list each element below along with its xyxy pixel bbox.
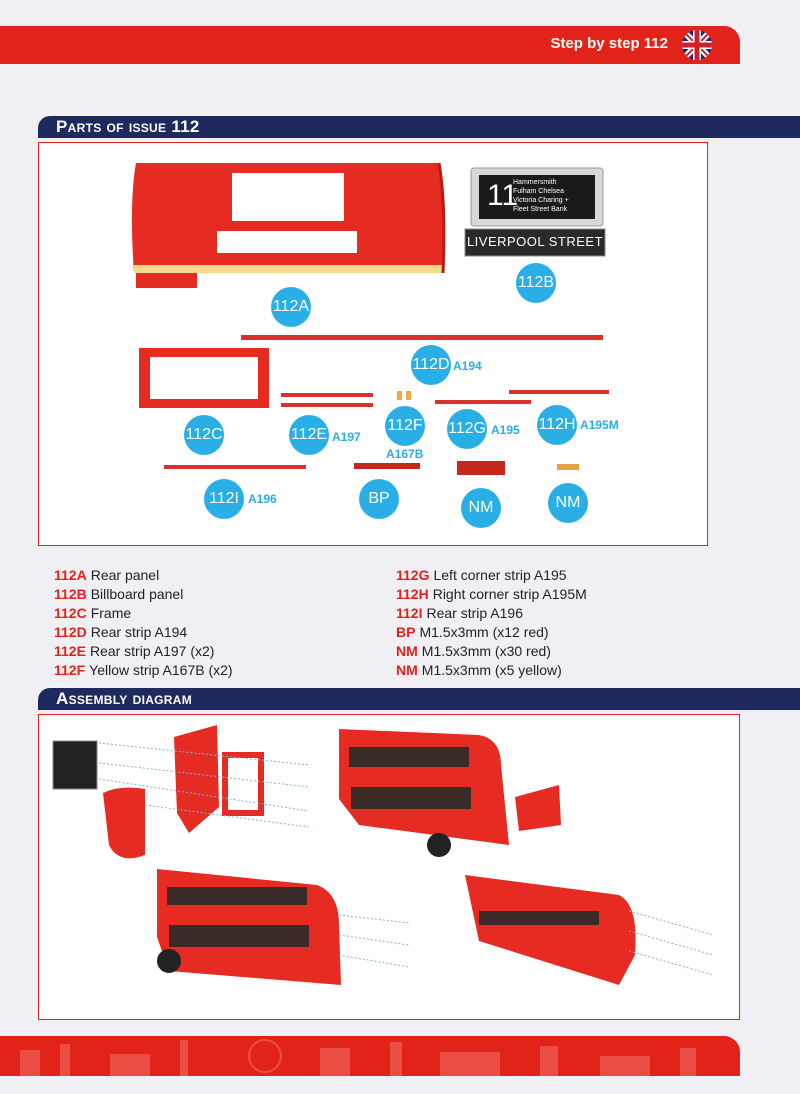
part-code: NM xyxy=(396,643,418,659)
billboard-part xyxy=(464,167,606,257)
part-desc: Rear strip A194 xyxy=(90,624,188,640)
callout-112e: 112E xyxy=(289,415,329,455)
sign-route-name: LIVERPOOL STREET xyxy=(466,234,604,249)
strip-112g xyxy=(435,400,531,404)
yellow-strip-2 xyxy=(406,391,411,400)
callout-112h-ref: A195M xyxy=(580,418,619,432)
part-code: 112B xyxy=(54,586,87,602)
callout-112d: 112D xyxy=(411,345,451,385)
parts-illustration xyxy=(131,162,609,475)
strip-112e-2 xyxy=(281,403,373,407)
part-code: BP xyxy=(396,624,416,640)
part-code: 112I xyxy=(396,605,423,621)
rear-panel-part xyxy=(131,162,446,288)
screws-nm-red xyxy=(457,461,505,475)
assembly-step-1 xyxy=(52,725,310,859)
callout-112f-ref: A167B xyxy=(386,447,424,461)
sign-destination: Victoria Charing + xyxy=(513,197,569,204)
assembly-step-4-bus xyxy=(465,875,714,985)
part-desc: Rear panel xyxy=(90,567,160,583)
sign-destination: Fulham Chelsea xyxy=(513,188,564,195)
header-bar: Step by step 112 xyxy=(0,26,740,64)
callout-112g-ref: A195 xyxy=(491,423,520,437)
screws-nm-yellow xyxy=(557,464,579,470)
callout-112e-ref: A197 xyxy=(332,430,361,444)
callout-bp: BP xyxy=(359,479,399,519)
callout-112i-ref: A196 xyxy=(248,492,277,506)
uk-flag-icon xyxy=(682,30,712,60)
sign-destination: Fleet Street Bank xyxy=(513,206,568,213)
assembly-step-2-bus xyxy=(339,729,561,857)
strip-112e-1 xyxy=(281,393,373,397)
part-code: 112H xyxy=(396,586,429,602)
part-desc: Frame xyxy=(90,605,132,621)
callout-112f: 112F xyxy=(385,406,425,446)
part-code: 112F xyxy=(54,662,86,678)
footer-bar xyxy=(0,1036,740,1076)
strip-112h xyxy=(509,390,609,394)
assembly-section-bar: Assembly diagram xyxy=(38,688,800,710)
part-code: 112C xyxy=(54,605,87,621)
part-desc: Billboard panel xyxy=(90,586,184,602)
frame-part xyxy=(139,348,269,408)
part-desc: Yellow strip A167B (x2) xyxy=(89,662,233,678)
part-code: 112A xyxy=(54,567,87,583)
part-desc: M1.5x3mm (x5 yellow) xyxy=(421,662,562,678)
london-skyline-icon xyxy=(20,1039,696,1076)
part-code: 112E xyxy=(54,643,86,659)
part-code: NM xyxy=(396,662,418,678)
callout-nm-red: NM xyxy=(461,488,501,528)
callout-112b: 112B xyxy=(516,263,556,303)
part-desc: Left corner strip A195 xyxy=(433,567,567,583)
callout-112d-ref: A194 xyxy=(453,359,482,373)
part-desc: M1.5x3mm (x30 red) xyxy=(421,643,551,659)
sign-destinations: Hammersmith Fulham Chelsea Victoria Char… xyxy=(513,178,593,214)
yellow-strip-1 xyxy=(397,391,402,400)
sign-destination: Hammersmith xyxy=(513,179,557,186)
part-desc: Right corner strip A195M xyxy=(432,586,587,602)
parts-section-title: Parts of issue 112 xyxy=(56,117,200,136)
part-desc: Rear strip A197 (x2) xyxy=(89,643,215,659)
page-title: Step by step 112 xyxy=(550,35,668,52)
assembly-section-title: Assembly diagram xyxy=(56,689,193,708)
callout-112a: 112A xyxy=(271,287,311,327)
strip-112i xyxy=(164,465,306,469)
assembly-frame xyxy=(38,714,740,1020)
assembly-illustration xyxy=(52,725,714,985)
callout-nm-yellow: NM xyxy=(548,483,588,523)
callout-112i: 112I xyxy=(204,479,244,519)
callout-112g: 112G xyxy=(447,409,487,449)
screws-bp xyxy=(354,463,420,469)
part-code: 112D xyxy=(54,624,87,640)
callout-112h: 112H xyxy=(537,405,577,445)
sign-number: 11 xyxy=(487,179,519,212)
callout-112c: 112C xyxy=(184,415,224,455)
parts-section-bar: Parts of issue 112 xyxy=(38,116,800,138)
part-desc: Rear strip A196 xyxy=(426,605,523,621)
assembly-step-3-bus xyxy=(157,869,410,985)
strip-112d xyxy=(241,335,603,340)
part-code: 112G xyxy=(396,567,430,583)
part-desc: M1.5x3mm (x12 red) xyxy=(419,624,549,640)
parts-frame: 11 Hammersmith Fulham Chelsea Victoria C… xyxy=(38,142,708,546)
